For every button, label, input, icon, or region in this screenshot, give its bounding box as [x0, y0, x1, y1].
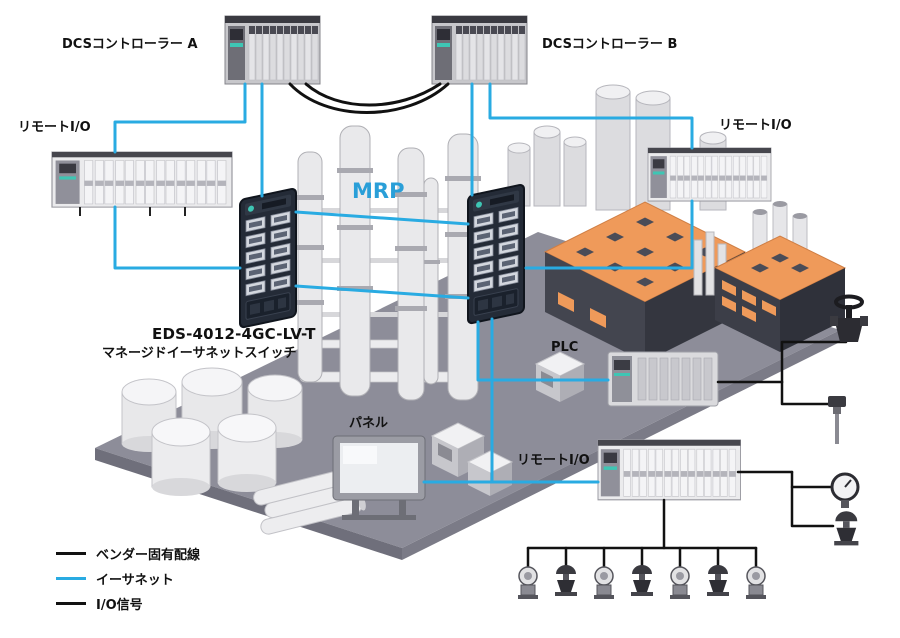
eth-rio-right-to-switch2 — [524, 199, 694, 270]
control-valve-right-icon — [834, 511, 859, 546]
eth-rio-left-to-switch1 — [113, 205, 242, 270]
pressure-gauge-icon — [830, 472, 860, 508]
io-signal-line-sample — [56, 602, 86, 605]
eth-dcsB-to-rio-right — [488, 82, 694, 150]
vendor-wiring — [288, 82, 450, 114]
legend-item-io-signal: I/O信号 — [56, 591, 200, 616]
ethernet-switch-1-icon — [238, 187, 298, 330]
ethernet-legend-label: イーサネット — [96, 573, 174, 588]
io-wiring — [526, 340, 848, 570]
dcs-b-label: DCSコントローラー B — [542, 37, 678, 52]
panel-icon — [332, 435, 426, 520]
temperature-sensor-icon — [828, 396, 846, 444]
legend-item-ethernet: イーサネット — [56, 566, 200, 591]
remote-io-bottom-icon — [597, 439, 742, 501]
remote-io-left-icon — [51, 151, 233, 208]
field-transmitter-3-icon — [669, 566, 691, 600]
remote-io-left-pigtails — [79, 207, 186, 216]
mrp-label: MRP — [352, 179, 405, 203]
storage-tanks — [121, 367, 303, 496]
ethernet-switch-2-icon — [466, 183, 526, 326]
eth-dcsA-to-rio-left — [113, 82, 247, 154]
field-valve-2-icon — [631, 565, 653, 596]
switch-description-label: マネージドイーサネットスイッチ — [102, 346, 297, 361]
field-transmitter-4-icon — [745, 566, 767, 600]
field-valve-1-icon — [555, 565, 577, 596]
factory-building-right — [713, 235, 847, 352]
legend-item-vendor-wiring: ベンダー固有配線 — [56, 541, 200, 566]
io-signal-legend-label: I/O信号 — [96, 598, 143, 613]
ethernet-wiring — [113, 82, 694, 484]
field-valve-3-icon — [707, 565, 729, 596]
vendor-wiring-legend-label: ベンダー固有配線 — [96, 548, 201, 563]
remote-io-left-label: リモートI/O — [18, 120, 91, 135]
plc-label: PLC — [551, 340, 579, 355]
legend: ベンダー固有配線 イーサネット I/O信号 — [56, 541, 200, 616]
dcs-controller-b-icon — [431, 15, 528, 85]
vendor-wiring-line-sample — [56, 552, 86, 555]
remote-io-bottom-label: リモートI/O — [517, 453, 590, 468]
eth-mrp-ring-bottom — [294, 284, 470, 300]
eth-switch2-to-plc — [476, 320, 610, 382]
eth-mrp-ring-top — [294, 210, 470, 226]
panel-label: パネル — [349, 416, 389, 431]
field-transmitter-1-icon — [517, 566, 539, 600]
ethernet-line-sample — [56, 577, 86, 580]
equipment-cabinets — [430, 351, 586, 496]
switch-model-label: EDS-4012-4GC-LV-T — [152, 325, 316, 343]
remote-io-right-icon — [647, 147, 772, 202]
plc-icon — [607, 351, 719, 407]
manual-valve-icon — [830, 294, 868, 342]
dcs-a-label: DCSコントローラー A — [62, 37, 198, 52]
field-transmitter-2-icon — [593, 566, 615, 600]
remote-io-right-label: リモートI/O — [719, 118, 792, 133]
dcs-controller-a-icon — [224, 15, 321, 85]
